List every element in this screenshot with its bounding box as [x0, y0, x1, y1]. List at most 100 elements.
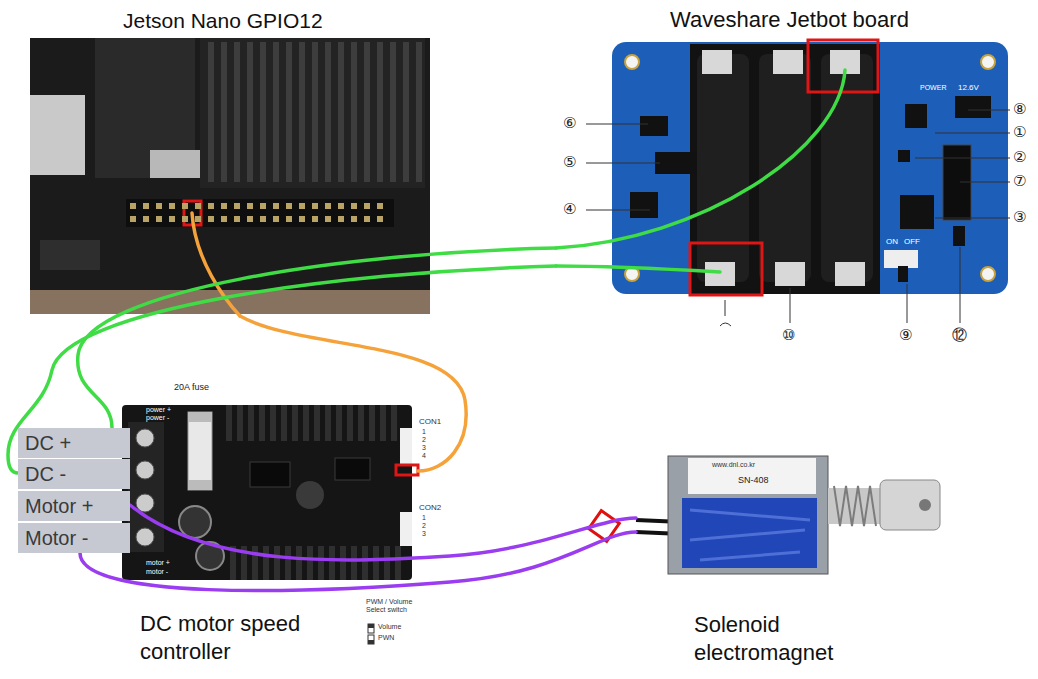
gpio-pin — [325, 216, 331, 222]
part-label: CON2 — [419, 503, 441, 513]
part-label: 1 — [422, 428, 426, 436]
waveshare-board-photo — [612, 40, 1008, 295]
heatsink-fin — [325, 405, 331, 441]
heatsink-fin — [303, 405, 309, 441]
motor-controller-photo — [136, 429, 154, 447]
part-label: OFF — [904, 237, 920, 247]
gpio-pin — [351, 203, 357, 209]
part-label: Volume — [378, 623, 401, 631]
leader-line — [907, 284, 908, 323]
gpio-pin — [234, 203, 240, 209]
heatsink-fin — [296, 546, 302, 580]
leader-line — [586, 210, 650, 211]
waveshare-board-photo — [775, 262, 805, 286]
gpio-pin — [312, 216, 318, 222]
waveshare-board-photo — [690, 243, 762, 295]
heatsink-fin — [390, 42, 396, 182]
heatsink-fin — [263, 546, 269, 580]
jetson-nano-photo — [30, 38, 430, 314]
jetson-nano-photo — [126, 199, 394, 227]
solenoid-photo — [880, 480, 940, 530]
waveshare-board-photo — [630, 192, 658, 218]
motor-controller-photo — [368, 640, 374, 644]
heatsink-fin — [377, 42, 383, 182]
part-label: power - — [146, 414, 169, 422]
heatsink-fin — [299, 42, 305, 182]
component-title: DC motor speed controller — [140, 610, 340, 666]
terminal-label: Motor - — [25, 526, 88, 550]
waveshare-board-photo — [821, 54, 873, 282]
heatsink-fin — [329, 546, 335, 580]
leader-line — [586, 110, 1010, 326]
solenoid-photo — [682, 498, 817, 568]
component-panel: DC motor speed controller — [118, 400, 418, 672]
motor-controller-photo — [400, 428, 412, 464]
waveshare-board-photo — [690, 44, 880, 294]
waveshare-board-photo — [900, 195, 934, 229]
gpio-pin — [169, 203, 175, 209]
motor-controller-photo — [188, 412, 212, 422]
heatsink-fin — [338, 42, 344, 182]
heatsink-fin — [292, 405, 298, 441]
heatsink-fin — [416, 42, 422, 182]
heatsink-fin — [369, 405, 375, 441]
motor-controller-photo — [179, 506, 211, 538]
waveshare-board-photo — [697, 54, 749, 282]
component-panel: Waveshare Jetbot board — [556, 4, 1034, 345]
callout-number: ⑦ — [1013, 172, 1026, 190]
heatsink-fin — [380, 405, 386, 441]
leader-line — [586, 163, 660, 164]
motor-controller-photo — [136, 528, 154, 546]
gpio-pin — [156, 216, 162, 222]
part-label: 20A fuse — [174, 382, 209, 393]
solenoid-photo — [688, 458, 816, 494]
part-label: 12.6V — [958, 83, 979, 93]
terminal-label-box: DC + — [18, 428, 130, 458]
heatsink-fin — [270, 405, 276, 441]
waveshare-board-photo — [981, 55, 995, 69]
heatsink-fin — [247, 42, 253, 182]
gpio-pin — [299, 203, 305, 209]
jetson-nano-photo — [30, 95, 85, 175]
gpio-pin — [286, 203, 292, 209]
heatsink-fin — [325, 42, 331, 182]
waveshare-board-photo — [773, 50, 803, 74]
heatsink-fin — [273, 42, 279, 182]
component-panel: Jetson Nano GPIO12 — [28, 4, 432, 316]
callout-number: ④ — [563, 200, 576, 218]
jetson-nano-photo — [30, 38, 430, 290]
gpio-pin — [312, 203, 318, 209]
heatsink-fin — [208, 42, 214, 182]
waveshare-board-photo — [905, 104, 927, 128]
gpio-pin — [130, 216, 136, 222]
part-label: PWM / Volume Select switch — [366, 598, 422, 614]
heatsink-fin — [373, 546, 379, 580]
gpio-pin — [364, 216, 370, 222]
part-label: 2 — [422, 522, 426, 530]
leader-line — [725, 300, 726, 316]
gpio-pin — [377, 203, 383, 209]
gpio-pin — [208, 203, 214, 209]
component-panel: Solenoid electromagnet — [636, 440, 952, 672]
gpio-pin — [208, 216, 214, 222]
callout-number: ⑫ — [952, 326, 967, 344]
motor-controller-photo — [368, 624, 374, 628]
gpio-pin — [221, 216, 227, 222]
heatsink-fin — [347, 405, 353, 441]
heatsink-fin — [351, 42, 357, 182]
heatsink-fin — [358, 405, 364, 441]
terminal-label: DC + — [25, 431, 71, 455]
gpio-pin — [130, 203, 136, 209]
photo-detail — [130, 42, 422, 580]
gpio-pin — [221, 203, 227, 209]
gpio-pin — [169, 216, 175, 222]
waveshare-board-photo — [612, 42, 1008, 294]
part-label: power + — [146, 406, 171, 414]
terminal-label: DC - — [25, 462, 66, 486]
heatsink-fin — [391, 405, 397, 441]
jetson-nano-photo — [200, 38, 425, 188]
heatsink-fin — [226, 405, 232, 441]
part-label: CON1 — [419, 417, 441, 427]
gpio-pin — [143, 216, 149, 222]
jetson-nano-photo — [40, 240, 100, 270]
